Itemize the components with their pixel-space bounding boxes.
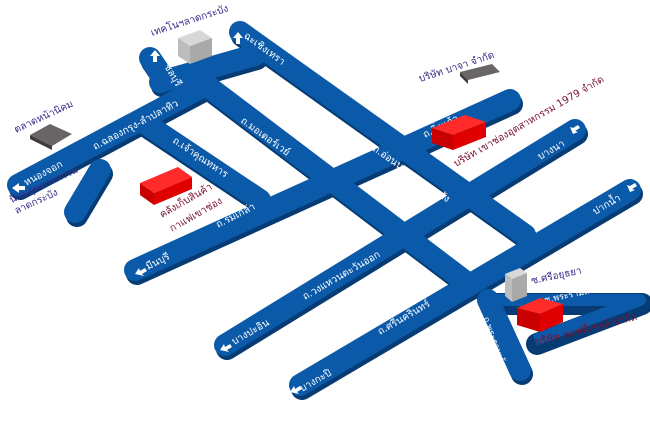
label-sri-ayutthaya: ซ.ศรีอยุธยา	[530, 265, 583, 287]
arrow-right-icon	[627, 183, 637, 192]
arrow-left-icon	[220, 344, 232, 352]
arrow-left-icon	[12, 183, 25, 193]
arrow-up-icon	[233, 32, 243, 44]
coffee-sale-building	[517, 298, 563, 332]
sri-ayutthaya-building	[505, 268, 527, 302]
warehouse-building	[140, 167, 192, 205]
arrow-right-icon	[570, 125, 580, 134]
kmitl-building	[178, 30, 212, 64]
khao-shong-building	[432, 115, 486, 150]
roads	[7, 21, 646, 396]
label-kmitl: เทคโนฯลาดกระบัง	[149, 1, 230, 38]
road-label-wongwaen: ถ.วงแหวนตะวันออก	[301, 249, 382, 302]
arrow-up-icon	[150, 50, 160, 62]
direction-arrows	[12, 32, 637, 394]
bajaj-building	[460, 64, 500, 84]
arrow-left-icon	[135, 268, 147, 276]
arrow-left-icon	[290, 386, 302, 394]
market-building	[30, 124, 72, 150]
